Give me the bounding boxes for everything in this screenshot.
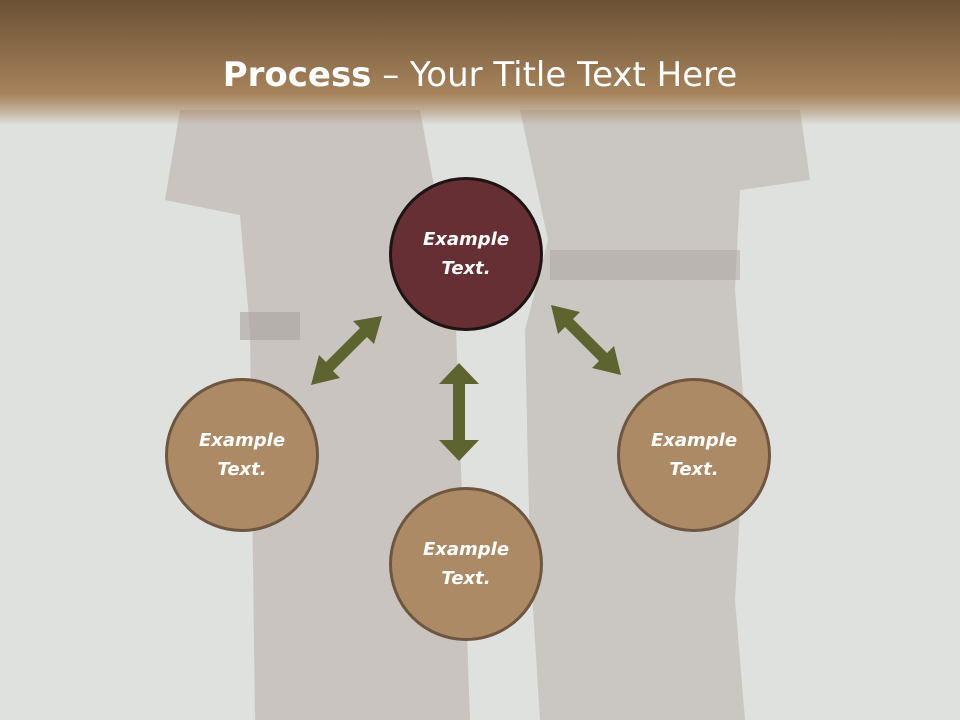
node-text-line2: Text. xyxy=(441,258,491,279)
process-node-center: Example Text. xyxy=(389,177,543,331)
title-bold: Process xyxy=(222,55,372,95)
arrow-center-to-right xyxy=(551,305,621,375)
header-band xyxy=(0,0,960,125)
process-node-bottom: Example Text. xyxy=(389,487,543,641)
node-text-line1: Example xyxy=(422,229,510,250)
arrow-center-to-bottom xyxy=(439,363,479,461)
node-text-line2: Text. xyxy=(441,568,491,589)
node-text-line1: Example xyxy=(198,430,286,451)
node-text-line1: Example xyxy=(650,430,738,451)
arrow-center-to-left xyxy=(311,316,382,385)
process-node-left: Example Text. xyxy=(165,378,319,532)
node-text-line2: Text. xyxy=(669,459,719,480)
title-rest: – Your Title Text Here xyxy=(371,55,738,95)
node-text-line1: Example xyxy=(422,539,510,560)
slide-title: Process – Your Title Text Here xyxy=(0,52,960,98)
node-text-line2: Text. xyxy=(217,459,267,480)
process-node-right: Example Text. xyxy=(617,378,771,532)
